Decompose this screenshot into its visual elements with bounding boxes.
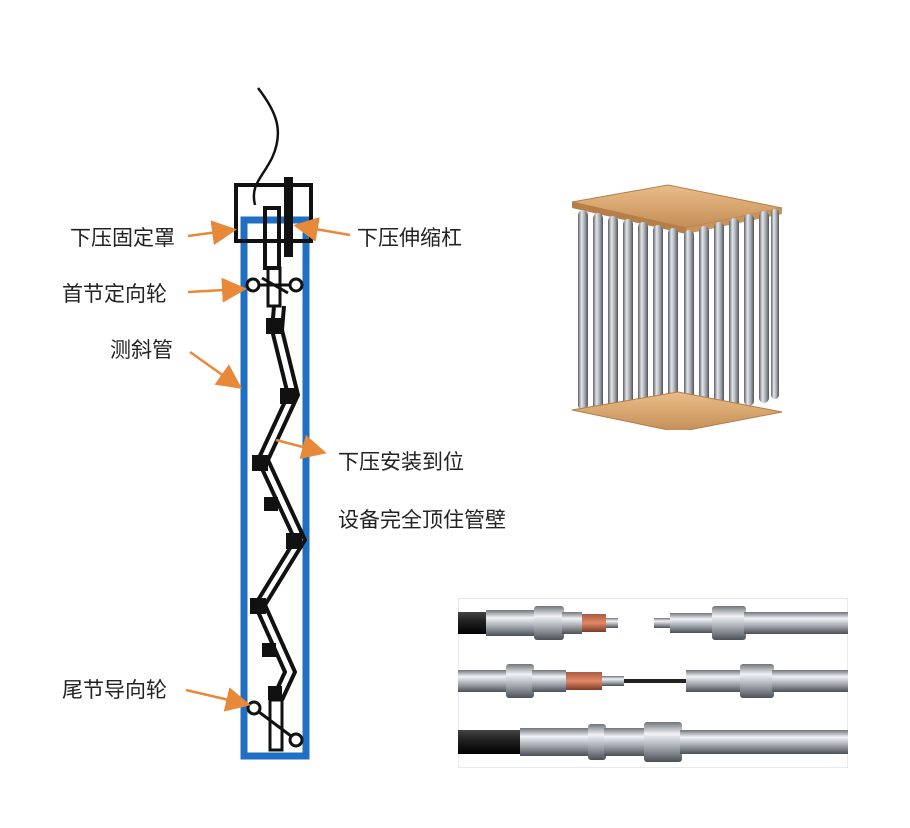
connector-row-separated — [458, 606, 848, 640]
label-press-cover: 下压固定罩 — [70, 226, 175, 250]
label-inclinometer-tube: 测斜管 — [110, 338, 173, 362]
press-rod — [284, 177, 293, 257]
tube-rack-illustration — [571, 184, 783, 430]
cable-connector-photo — [458, 598, 848, 768]
wheel-icon — [245, 266, 304, 308]
rack-rods — [578, 209, 779, 425]
rack-bottom-board — [571, 391, 783, 430]
connector-row-connected — [458, 722, 848, 762]
sensor-joints — [250, 318, 302, 700]
signal-cable — [252, 87, 280, 206]
sensor-chain — [253, 305, 307, 701]
press-cover-box — [234, 183, 313, 243]
label-install-line1: 下压安装到位 — [338, 450, 464, 474]
arrow-icon — [185, 217, 351, 712]
label-press-rod: 下压伸缩杠 — [357, 226, 462, 250]
wheel-icon — [246, 698, 304, 752]
connector-row-joining — [458, 664, 848, 698]
label-tail-wheel: 尾节导向轮 — [62, 678, 167, 702]
label-install-line2: 设备完全顶住管壁 — [338, 508, 506, 532]
inclinometer-tube-outline — [240, 216, 310, 760]
label-first-wheel: 首节定向轮 — [62, 282, 167, 306]
